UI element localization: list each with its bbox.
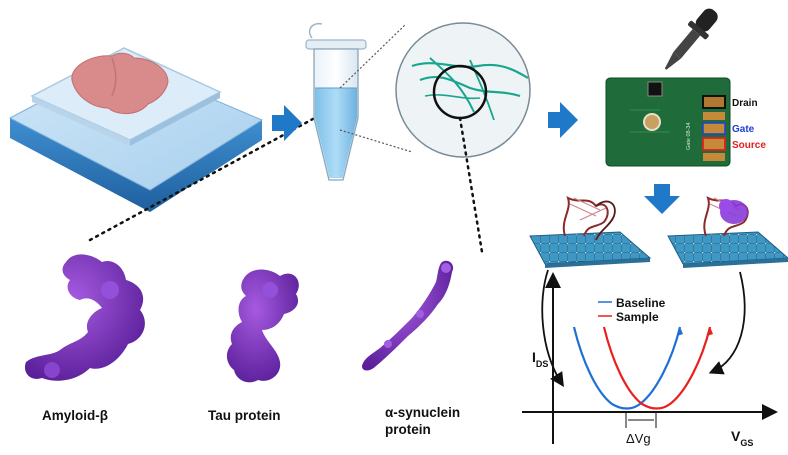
sample-curve [602,326,712,410]
alpha-synuclein-protein-icon [362,260,454,371]
gate-label: Gate [732,124,755,135]
drain-label: Drain [732,98,758,109]
arrow-right-icon [548,102,578,138]
arrow-right-icon [272,105,302,141]
sensor-chip-icon: Gate 08-34 [605,77,731,167]
y-axis-label: IDS [532,349,548,369]
aptamer-icon [562,196,616,241]
aptamer-icon [703,196,749,237]
legend-baseline-label: Baseline [616,296,666,310]
x-axis-label: VGS [731,428,753,448]
chip-print-text: Gate 08-34 [686,122,692,150]
graphene-lattice-icon [529,231,652,268]
tissue-slide-icon [8,47,264,212]
transfer-curve-graph: Baseline Sample ΔVg IDS VGS [522,269,778,448]
amyloid-beta-label: Amyloid-β [42,408,108,423]
alpha-synuclein-label-line2: protein [385,422,431,437]
tau-protein-icon [226,269,299,383]
amyloid-beta-protein-icon [24,254,145,381]
dotted-connector [458,116,484,254]
legend-sample-label: Sample [616,310,659,324]
brain-tissue-icon [71,52,169,114]
arrow-down-icon [644,184,680,214]
baseline-curve [572,326,682,410]
magnifier-circle-icon [395,22,531,158]
source-label: Source [732,140,766,151]
graphene-lattice-icon [667,231,788,268]
dropper-icon [664,8,718,70]
alpha-synuclein-label: α-synuclein [385,405,460,420]
curved-arrow-left [541,269,564,388]
curved-arrow-right [708,271,746,375]
delta-vg-label: ΔVg [626,431,651,446]
eppendorf-tube-icon [305,22,367,181]
tau-protein-label: Tau protein [208,408,281,423]
